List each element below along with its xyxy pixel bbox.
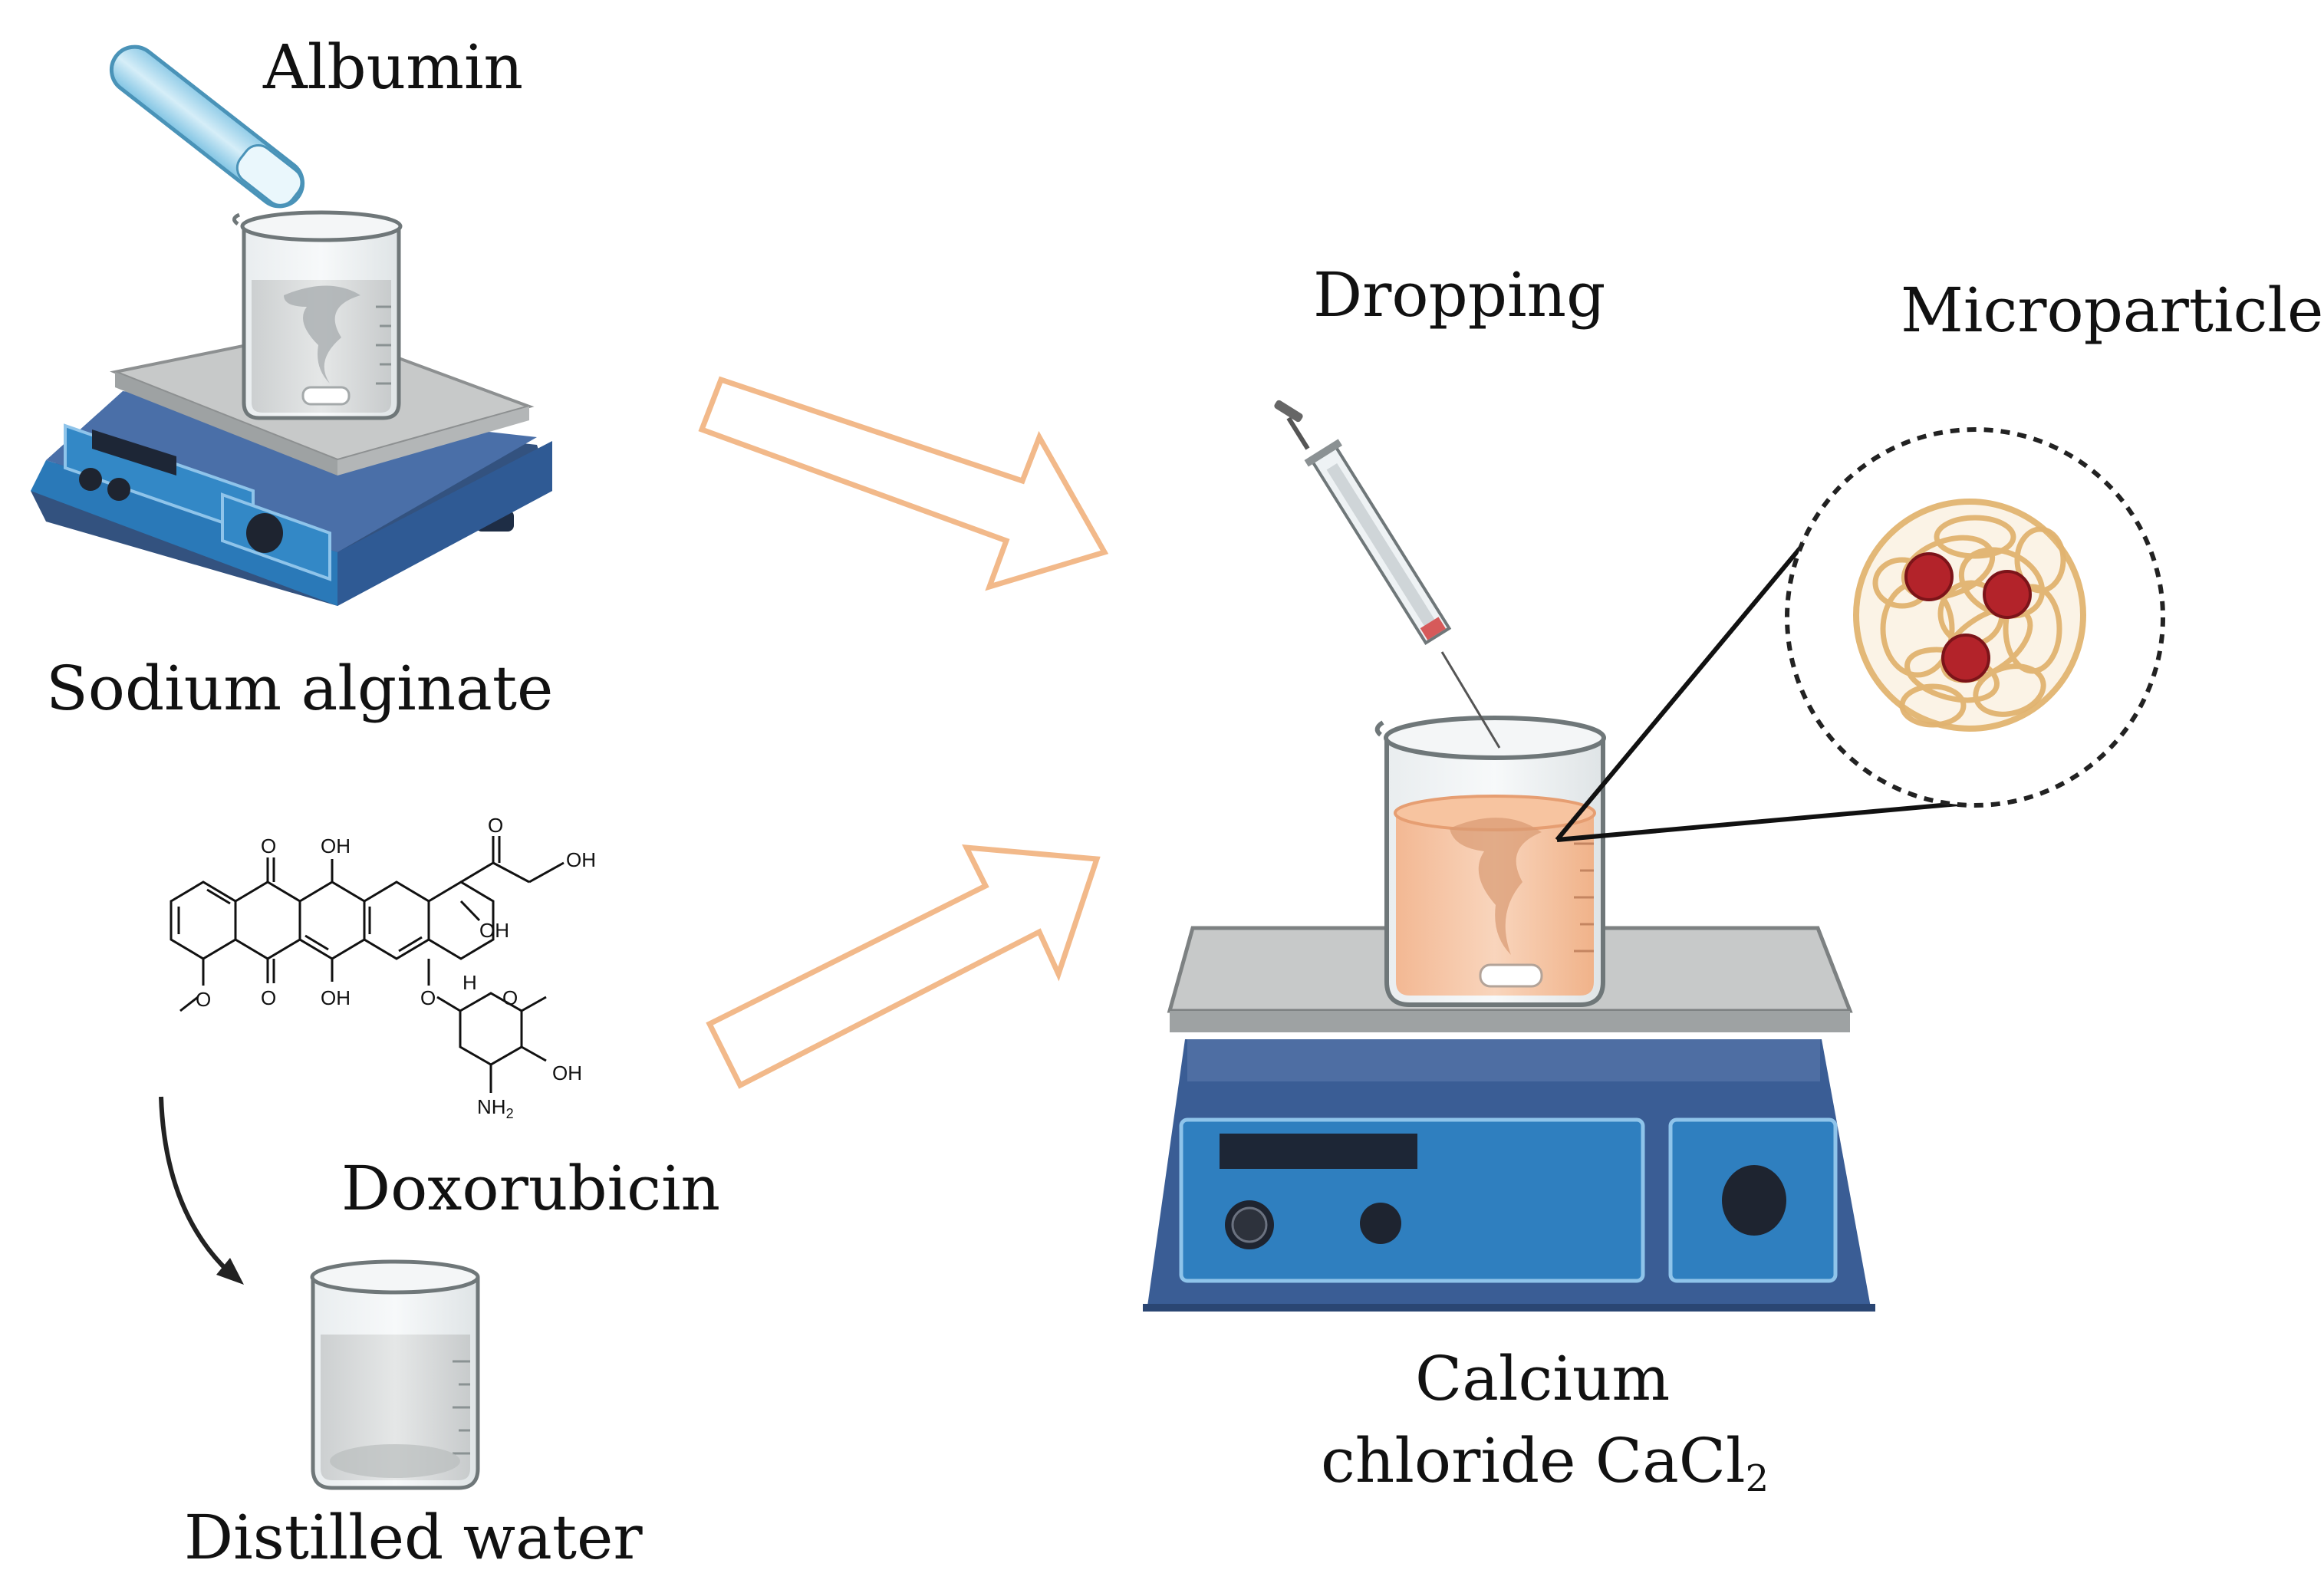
chem-label: OH <box>552 1061 582 1084</box>
chem-label: O <box>420 986 436 1009</box>
label-distilled-water: Distilled water <box>184 1502 643 1573</box>
chem-label: O <box>261 986 276 1009</box>
label-dropping: Dropping <box>1313 259 1606 331</box>
chem-label: OH <box>479 919 509 942</box>
label-microparticle: Microparticle <box>1901 275 2324 346</box>
drug-dot <box>1941 634 1990 683</box>
syringe-icon <box>1274 400 1501 749</box>
magnetic-stirrer-icon-2 <box>1143 926 1875 1312</box>
beaker-icon-1 <box>232 210 403 420</box>
drug-dot <box>1983 570 2032 619</box>
process-arrow-1 <box>698 376 1109 591</box>
curved-arrow-icon <box>159 1096 244 1285</box>
doxorubicin-structure <box>170 836 565 1093</box>
chem-label: O <box>488 814 503 837</box>
chem-label: H <box>462 971 477 994</box>
chem-label: O <box>261 834 276 857</box>
test-tube-icon <box>109 44 305 209</box>
label-sodium-alginate: Sodium alginate <box>46 653 554 724</box>
chem-label: O <box>502 986 518 1009</box>
chem-label: OH <box>566 848 596 871</box>
chem-label: OH <box>321 986 351 1009</box>
beaker-icon-3 <box>1374 716 1606 1007</box>
chem-label: OH <box>321 834 351 857</box>
drug-dot <box>1904 552 1954 601</box>
label-albumin: Albumin <box>263 31 524 103</box>
beaker-icon-2 <box>310 1259 480 1490</box>
microparticle-icon <box>1853 499 2086 732</box>
label-doxorubicin: Doxorubicin <box>341 1153 721 1224</box>
process-arrow-2 <box>706 844 1101 1089</box>
label-calcium-line1: Calcium <box>1415 1343 1671 1414</box>
chem-label: O <box>196 988 211 1011</box>
label-calcium-line2: chloride CaCl2 <box>1321 1425 1769 1500</box>
chem-label: NH2 <box>477 1095 514 1121</box>
